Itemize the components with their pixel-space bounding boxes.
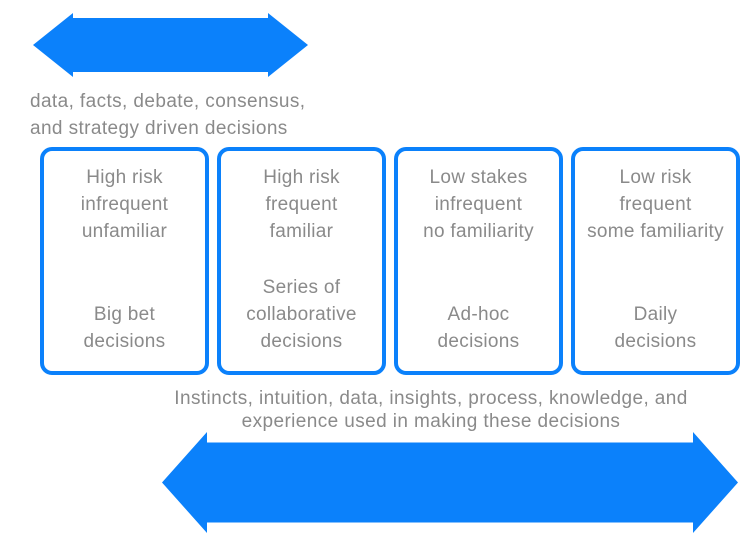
characteristic-line: some familiarity [587,221,724,242]
characteristic-line: infrequent [80,194,169,215]
decision-type-line: decisions [614,331,697,352]
characteristic-line: infrequent [434,194,523,215]
box-decision-type: Ad-hoc decisions [402,301,555,355]
top-caption-line-2: and strategy driven decisions [30,118,288,139]
decision-box-big-bet: High risk infrequent unfamiliar Big bet … [40,147,209,375]
decision-boxes-row: High risk infrequent unfamiliar Big bet … [40,147,740,375]
bottom-double-arrow-icon [162,432,738,533]
characteristic-line: frequent [265,194,338,215]
decision-type-line: Daily [633,304,678,325]
characteristic-line: familiar [269,221,334,242]
box-characteristics: High risk frequent familiar [225,164,378,245]
double-arrow-shape [162,432,738,533]
top-caption-line-1: data, facts, debate, consensus, [30,91,306,112]
characteristic-line: High risk [86,167,163,188]
decision-box-ad-hoc: Low stakes infrequent no familiarity Ad-… [394,147,563,375]
characteristic-line: Low stakes [429,167,528,188]
characteristic-line: Low risk [619,167,692,188]
bottom-caption-line-2: experience used in making these decision… [241,411,621,432]
decision-type-line: decisions [437,331,520,352]
box-characteristics: High risk infrequent unfamiliar [48,164,201,245]
characteristic-line: unfamiliar [81,221,168,242]
decision-type-line: Series of [262,277,341,298]
top-double-arrow-icon [33,13,308,77]
characteristic-line: no familiarity [423,221,534,242]
decision-type-line: decisions [83,331,166,352]
characteristic-line: High risk [263,167,340,188]
decision-type-line: collaborative [246,304,357,325]
box-characteristics: Low stakes infrequent no familiarity [402,164,555,245]
characteristic-line: frequent [619,194,692,215]
decision-type-line: Ad-hoc [447,304,510,325]
bottom-caption-line-1: Instincts, intuition, data, insights, pr… [174,388,688,409]
decision-type-line: decisions [260,331,343,352]
top-arrow-caption: data, facts, debate, consensus, and stra… [30,88,305,142]
box-decision-type: Daily decisions [579,301,732,355]
decision-box-collaborative: High risk frequent familiar Series of co… [217,147,386,375]
bottom-arrow-caption: Instincts, intuition, data, insights, pr… [107,387,755,433]
decision-box-daily: Low risk frequent some familiarity Daily… [571,147,740,375]
decision-type-line: Big bet [93,304,156,325]
box-decision-type: Series of collaborative decisions [225,274,378,355]
box-characteristics: Low risk frequent some familiarity [579,164,732,245]
box-decision-type: Big bet decisions [48,301,201,355]
double-arrow-shape [33,13,308,77]
